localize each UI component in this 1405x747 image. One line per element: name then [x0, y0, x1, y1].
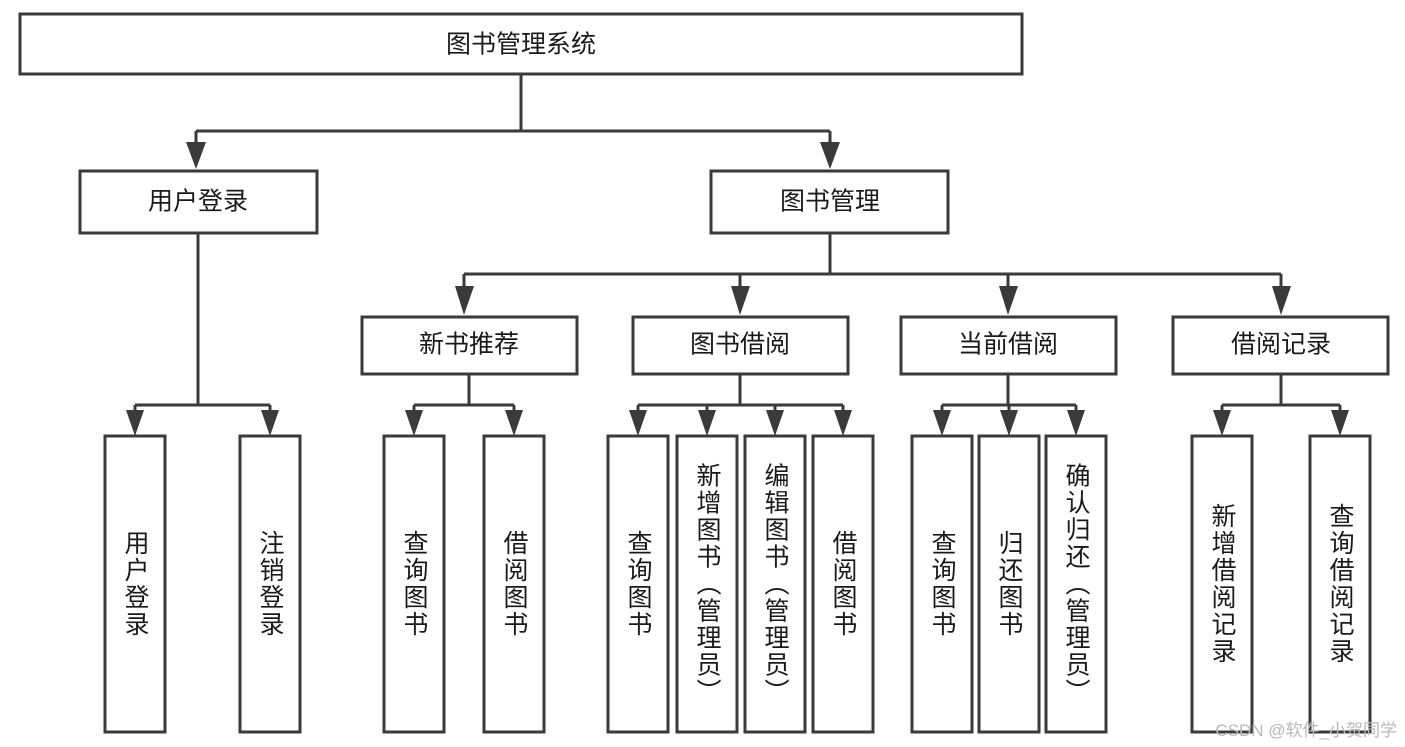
arrow-head-current-borrow	[999, 286, 1018, 315]
leaf-user-login-box	[103, 434, 167, 734]
leaf-nb-query-book[interactable]: 查询图书	[382, 434, 446, 734]
arrow-head-nb-query-book	[405, 410, 423, 436]
arrow-head-bb-query-book	[629, 410, 647, 436]
leaf-nb-borrow-book[interactable]: 借阅图书	[482, 434, 546, 734]
leaf-bb-borrow-book-box	[811, 434, 875, 734]
arrow-head-br-add-record	[1213, 410, 1231, 436]
leaf-bb-add-book-label: 新增图书（管理员）	[693, 463, 722, 706]
leaf-logout-label: 注销登录	[256, 530, 285, 638]
leaf-cb-return-book-box	[977, 434, 1041, 734]
arrow-head-user-login	[186, 142, 206, 169]
leaf-user-login-label: 用户登录	[121, 530, 150, 638]
connector-borrowrecord-to-leaves	[1213, 374, 1349, 436]
leaf-cb-query-book[interactable]: 查询图书	[910, 434, 974, 734]
leaf-cb-return-book[interactable]: 归还图书	[977, 434, 1041, 734]
arrow-head-leaf-logout	[261, 410, 279, 436]
leaf-br-query-record[interactable]: 查询借阅记录	[1308, 434, 1372, 734]
leaf-br-add-record[interactable]: 新增借阅记录	[1190, 434, 1254, 734]
leaf-cb-return-book-label: 归还图书	[995, 530, 1024, 638]
arrow-head-cb-query-book	[933, 410, 951, 436]
leaf-nb-borrow-book-label: 借阅图书	[500, 530, 529, 638]
csdn-watermark: CSDN @软件_小贺同学	[1215, 721, 1397, 740]
node-book-management-label: 图书管理	[780, 188, 880, 216]
node-new-book-recommend-label: 新书推荐	[419, 331, 519, 359]
node-root-system-box	[18, 12, 1024, 76]
leaf-bb-query-book-label: 查询图书	[624, 530, 653, 638]
arrow-head-book-manage	[820, 142, 840, 169]
node-book-borrow-box	[631, 315, 850, 376]
leaf-logout-box	[238, 434, 302, 734]
leaf-nb-query-book-box	[382, 434, 446, 734]
connector-currentborrow-to-leaves	[933, 374, 1085, 436]
leaf-bb-add-book[interactable]: 新增图书（管理员）	[675, 434, 739, 734]
arrow-head-nb-borrow-book	[505, 410, 523, 436]
leaf-nb-borrow-book-box	[482, 434, 546, 734]
arrow-head-bb-edit-book	[766, 410, 784, 436]
leaf-nb-query-book-label: 查询图书	[400, 530, 429, 638]
node-user-login-box	[78, 169, 319, 235]
leaf-br-add-record-box	[1190, 434, 1254, 734]
connector-bookborrow-to-leaves	[629, 374, 852, 436]
node-root-system[interactable]: 图书管理系统	[18, 12, 1024, 76]
arrow-head-bb-borrow-book	[834, 410, 852, 436]
arrow-head-book-borrow	[731, 286, 750, 315]
leaf-bb-borrow-book[interactable]: 借阅图书	[811, 434, 875, 734]
node-new-book-recommend[interactable]: 新书推荐	[360, 315, 579, 376]
leaf-cb-query-book-label: 查询图书	[928, 530, 957, 638]
leaf-bb-edit-book[interactable]: 编辑图书（管理员）	[743, 434, 807, 734]
arrow-head-leaf-user-login	[126, 410, 144, 436]
arrow-head-br-query-record	[1331, 410, 1349, 436]
leaf-bb-add-book-box	[675, 434, 739, 734]
leaf-br-query-record-label: 查询借阅记录	[1326, 503, 1355, 665]
node-book-borrow[interactable]: 图书借阅	[631, 315, 850, 376]
node-new-book-recommend-box	[360, 315, 579, 376]
node-book-management-box	[709, 169, 950, 235]
node-book-management[interactable]: 图书管理	[709, 169, 950, 235]
leaf-br-add-record-label: 新增借阅记录	[1208, 503, 1237, 665]
connector-root-to-level2	[186, 74, 840, 169]
node-user-login[interactable]: 用户登录	[78, 169, 319, 235]
leaf-bb-edit-book-label: 编辑图书（管理员）	[761, 463, 790, 706]
node-borrow-record-label: 借阅记录	[1231, 331, 1331, 359]
leaf-cb-confirm-return[interactable]: 确认归还（管理员）	[1044, 434, 1108, 734]
node-book-borrow-label: 图书借阅	[690, 331, 790, 359]
leaf-cb-confirm-return-box	[1044, 434, 1108, 734]
connector-userlogin-to-leaves	[126, 233, 279, 436]
node-borrow-record-box	[1171, 315, 1390, 376]
arrow-head-new-book-rec	[455, 286, 474, 315]
leaf-bb-query-book-box	[606, 434, 670, 734]
leaf-bb-query-book[interactable]: 查询图书	[606, 434, 670, 734]
node-current-borrow[interactable]: 当前借阅	[899, 315, 1118, 376]
leaf-logout[interactable]: 注销登录	[238, 434, 302, 734]
node-current-borrow-box	[899, 315, 1118, 376]
node-current-borrow-label: 当前借阅	[958, 331, 1058, 359]
node-root-system-label: 图书管理系统	[446, 31, 596, 59]
leaf-cb-confirm-return-label: 确认归还（管理员）	[1062, 463, 1091, 706]
node-user-login-label: 用户登录	[148, 188, 248, 216]
leaf-user-login[interactable]: 用户登录	[103, 434, 167, 734]
leaf-bb-edit-book-box	[743, 434, 807, 734]
leaf-bb-borrow-book-label: 借阅图书	[829, 530, 858, 638]
connector-newbook-to-leaves	[405, 374, 523, 436]
arrow-head-cb-confirm-return	[1067, 410, 1085, 436]
leaf-br-query-record-box	[1308, 434, 1372, 734]
connector-bookmanage-to-level3	[455, 233, 1291, 315]
arrow-head-bb-add-book	[698, 410, 716, 436]
leaf-cb-query-book-box	[910, 434, 974, 734]
arrow-head-cb-return-book	[1000, 410, 1018, 436]
arrow-head-borrow-record	[1272, 286, 1291, 315]
node-borrow-record[interactable]: 借阅记录	[1171, 315, 1390, 376]
